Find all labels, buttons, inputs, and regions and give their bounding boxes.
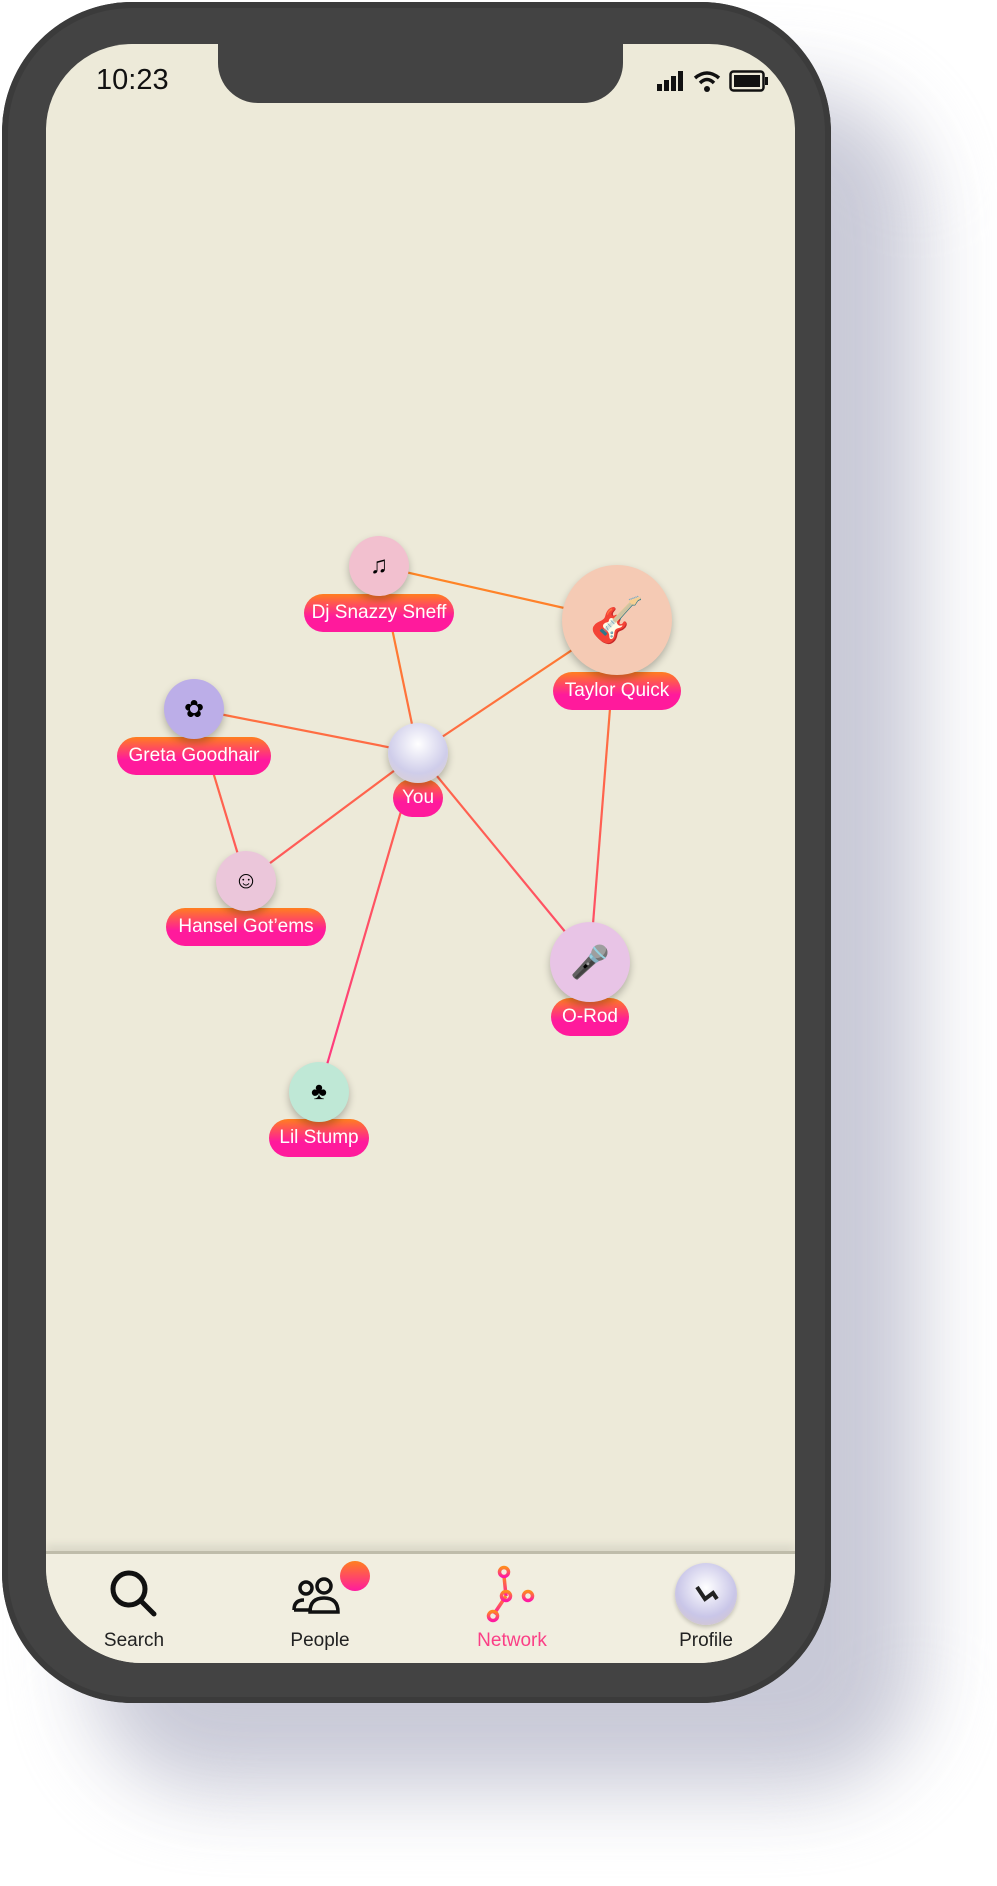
network-icon — [486, 1565, 535, 1623]
singer-avatar[interactable]: 🎤 — [550, 922, 630, 1002]
screen: 10:23 Dj Snazzy Sneff♫ Taylor Quick🎸 Greta… — [46, 44, 795, 1663]
bearded-avatar[interactable]: ☺ — [216, 851, 276, 911]
profile-avatar — [675, 1563, 737, 1625]
tab-label: Search — [103, 1630, 165, 1651]
tab-search[interactable]: Search — [74, 1564, 194, 1652]
people-icon — [292, 1577, 340, 1614]
node-label[interactable]: You — [393, 779, 443, 817]
search-icon — [110, 1570, 157, 1617]
tab-label: Network — [477, 1630, 547, 1651]
tab-bar: Search People Network Profile — [46, 1551, 795, 1663]
tab-profile[interactable]: Profile — [646, 1563, 766, 1652]
edge-hansel-got-ems-to-you — [245, 752, 419, 882]
stump-avatar[interactable]: ♣ — [289, 1062, 349, 1122]
notch — [218, 44, 623, 103]
notification-badge — [340, 1561, 370, 1591]
node-label[interactable]: O-Rod — [551, 998, 629, 1036]
tab-label: Profile — [679, 1630, 733, 1651]
node-label[interactable]: Lil Stump — [269, 1119, 369, 1157]
user-photo[interactable] — [388, 723, 448, 783]
signal-icon — [657, 71, 683, 91]
beret-avatar[interactable]: ✿ — [164, 679, 224, 739]
status-icons — [657, 70, 769, 92]
tab-people[interactable]: People — [260, 1561, 380, 1652]
wifi-icon — [693, 71, 721, 92]
tab-label: People — [290, 1630, 350, 1651]
node-label[interactable]: Hansel Got’ems — [166, 908, 326, 946]
phone-frame: 10:23 Dj Snazzy Sneff♫ Taylor Quick🎸 Greta… — [2, 2, 831, 1703]
edge-you-to-o-rod — [417, 752, 591, 963]
battery-icon — [729, 70, 768, 92]
node-label[interactable]: Dj Snazzy Sneff — [304, 594, 454, 632]
guitarist-avatar[interactable]: 🎸 — [562, 565, 672, 675]
node-label[interactable]: Taylor Quick — [553, 672, 681, 710]
dj-avatar[interactable]: ♫ — [349, 536, 409, 596]
node-label[interactable]: Greta Goodhair — [117, 737, 271, 775]
tab-network[interactable]: Network — [452, 1564, 572, 1652]
status-time: 10:23 — [96, 64, 169, 96]
edge-greta-goodhair-to-you — [193, 707, 419, 755]
